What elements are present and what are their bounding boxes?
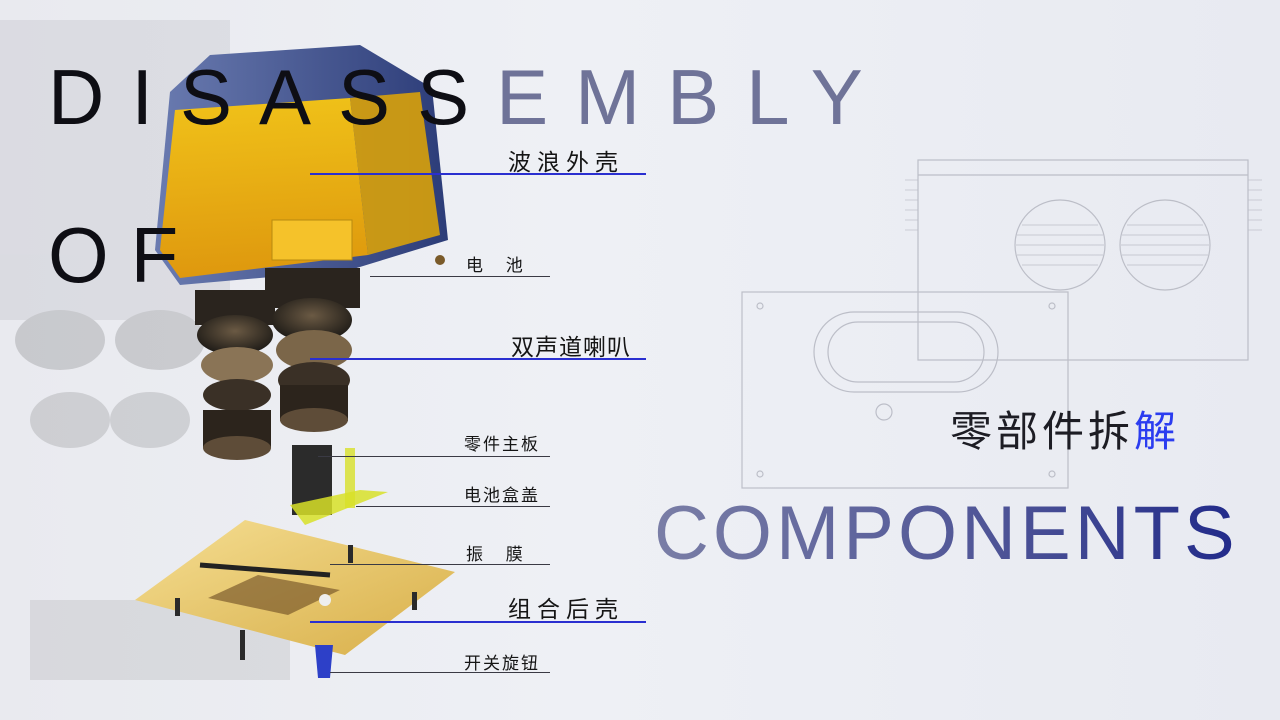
label-board: 零件主板 — [464, 435, 540, 455]
label-shell: 波浪外壳 — [508, 150, 624, 176]
label-battery: 电 池 — [466, 256, 527, 276]
label-knob: 开关旋钮 — [464, 654, 540, 674]
cn-title: 零部件拆解 — [950, 398, 1180, 459]
title-part2: EMBLY — [496, 53, 890, 141]
callout-line-board — [318, 456, 550, 458]
title-of: OF — [48, 211, 201, 299]
label-membrane: 振 膜 — [466, 545, 527, 565]
callout-line-knob — [330, 672, 550, 674]
callout-line-speaker — [310, 358, 646, 360]
callout-line-battery — [370, 276, 550, 278]
callout-line-rear-shell — [310, 621, 646, 623]
cn-title-main: 零部件拆 — [950, 407, 1135, 456]
label-battery-cover: 电池盒盖 — [464, 486, 540, 506]
speaker-right — [265, 268, 360, 432]
title-disassembly: DISASSEMBLY — [48, 58, 890, 136]
components-title: COMPONENTS — [654, 491, 1239, 576]
title-part1: DISASS — [48, 53, 497, 141]
label-speaker: 双声道喇叭 — [511, 335, 631, 361]
callout-line-battery-cover — [356, 506, 550, 508]
label-rear-shell: 组合后壳 — [508, 597, 624, 623]
callout-line-shell — [310, 173, 646, 175]
sketch-drawing — [741, 159, 1262, 489]
speaker-left — [195, 290, 275, 460]
callout-line-membrane — [330, 564, 550, 566]
cn-title-accent: 解 — [1134, 407, 1181, 456]
